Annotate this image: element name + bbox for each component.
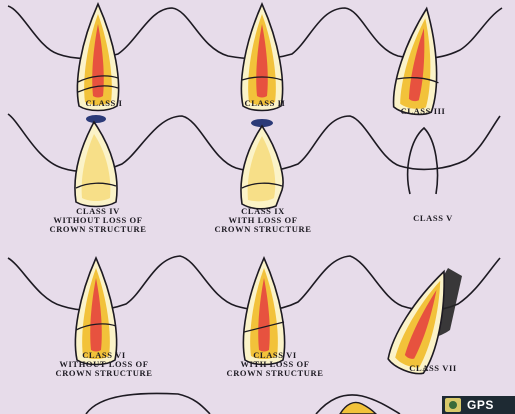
gps-badge-text: GPS — [467, 398, 494, 412]
label-class-6a: CLASS VI WITHOUT LOSS OF CROWN STRUCTURE — [9, 351, 199, 378]
label-class-4a: CLASS IV WITHOUT LOSS OF CROWN STRUCTURE — [3, 207, 193, 234]
label-class-7-line1: CLASS VII — [338, 364, 515, 373]
label-class-4b-line3: CROWN STRUCTURE — [168, 225, 358, 234]
label-class-7: CLASS VII — [338, 364, 515, 373]
tooth-partial-row4 — [340, 402, 376, 414]
bone-cap-class-4a — [86, 115, 106, 123]
gps-badge[interactable]: GPS — [442, 396, 515, 414]
label-class-4b: CLASS IX WITH LOSS OF CROWN STRUCTURE — [168, 207, 358, 234]
label-class-5: CLASS V — [338, 214, 515, 223]
tooth-class-6a — [75, 258, 116, 365]
tooth-class-4b — [241, 126, 283, 209]
tooth-class-3 — [391, 6, 448, 117]
tooth-class-2 — [241, 4, 282, 111]
tooth-class-6b — [243, 258, 284, 365]
app-icon — [445, 398, 461, 412]
label-class-3: CLASS III — [328, 107, 515, 116]
label-class-4a-line3: CROWN STRUCTURE — [3, 225, 193, 234]
label-class-6a-line3: CROWN STRUCTURE — [9, 369, 199, 378]
socket-class-5 — [408, 128, 438, 194]
label-class-5-line1: CLASS V — [338, 214, 515, 223]
tooth-class-1 — [77, 4, 118, 111]
tooth-class-4a — [75, 122, 117, 207]
label-class-3-line1: CLASS III — [328, 107, 515, 116]
